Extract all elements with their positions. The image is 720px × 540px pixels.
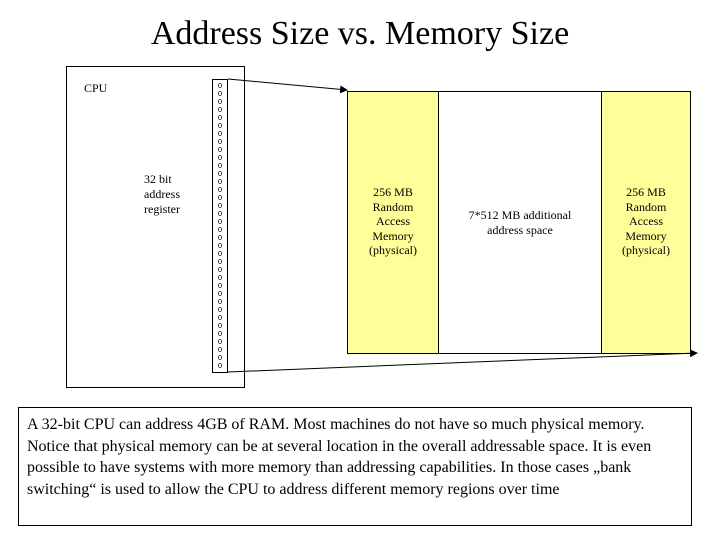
label-line: (physical): [369, 243, 417, 257]
register-bit: 0: [217, 242, 223, 250]
register-bit: 0: [217, 338, 223, 346]
register-bit: 0: [217, 186, 223, 194]
register-bit: 0: [217, 162, 223, 170]
description-text: A 32-bit CPU can address 4GB of RAM. Mos…: [27, 416, 652, 498]
ram-block-low-label: 256 MB Random Access Memory (physical): [347, 185, 439, 258]
register-bit: 0: [217, 314, 223, 322]
label-line: Memory: [372, 228, 414, 243]
description-box: A 32-bit CPU can address 4GB of RAM. Mos…: [18, 407, 692, 526]
register-bit: 0: [217, 258, 223, 266]
register-bit: 0: [217, 178, 223, 186]
cpu-label: CPU: [84, 81, 108, 95]
register-bit: 0: [217, 98, 223, 106]
register-bit: 0: [217, 354, 223, 362]
register-bit: 0: [217, 362, 223, 370]
ram-block-high-label: 256 MB Random Access Memory (physical): [601, 185, 691, 258]
register-bit: 0: [217, 106, 223, 114]
register-bit: 0: [217, 154, 223, 162]
ram-block-high: [601, 91, 691, 354]
top-mapping-arrow: [227, 78, 348, 94]
register-bit: 0: [217, 202, 223, 210]
register-bit: 0: [217, 282, 223, 290]
cpu-box: [66, 66, 245, 388]
register-bit: 0: [217, 122, 223, 130]
label-line: Memory: [625, 228, 667, 243]
label-line: Access: [376, 214, 410, 228]
register-bit: 0: [217, 130, 223, 138]
register-bit: 0: [217, 170, 223, 178]
register-bit: 0: [217, 226, 223, 234]
register-bit: 0: [217, 82, 223, 90]
register-bit: 0: [217, 290, 223, 298]
register-bit: 0: [217, 234, 223, 242]
register-bit: 0: [217, 210, 223, 218]
register-bit: 0: [217, 306, 223, 314]
ram-block-low: [347, 91, 439, 354]
register-bit: 0: [217, 322, 223, 330]
register-bit: 0: [217, 330, 223, 338]
additional-address-space: [438, 91, 602, 354]
bottom-mapping-arrow: [227, 349, 698, 373]
register-bit: 0: [217, 218, 223, 226]
register-bit: 0: [217, 114, 223, 122]
slide-title: Address Size vs. Memory Size: [150, 15, 570, 52]
label-line: Random: [625, 199, 667, 214]
register-bit: 0: [217, 250, 223, 258]
label-line: 256 MB: [373, 185, 413, 199]
register-label-line: register: [144, 202, 180, 216]
additional-address-space-label: 7*512 MB additional address space: [438, 208, 602, 237]
label-line: Random: [372, 199, 414, 214]
label-line: Access: [629, 214, 663, 228]
register-bit: 0: [217, 346, 223, 354]
register-bit: 0: [217, 274, 223, 282]
register-bit: 0: [217, 298, 223, 306]
register-bit: 0: [217, 146, 223, 154]
register-label-line: 32 bit: [144, 172, 172, 186]
register-bit: 0: [217, 138, 223, 146]
register-bit: 0: [217, 194, 223, 202]
label-line: address space: [487, 222, 553, 237]
label-line: (physical): [622, 243, 670, 257]
register-bit: 0: [217, 90, 223, 98]
label-line: 7*512 MB additional: [468, 208, 572, 222]
register-bit: 0: [217, 266, 223, 274]
register-label: 32 bit address register: [144, 172, 204, 217]
register-label-line: address: [144, 187, 180, 201]
label-line: 256 MB: [626, 185, 666, 199]
